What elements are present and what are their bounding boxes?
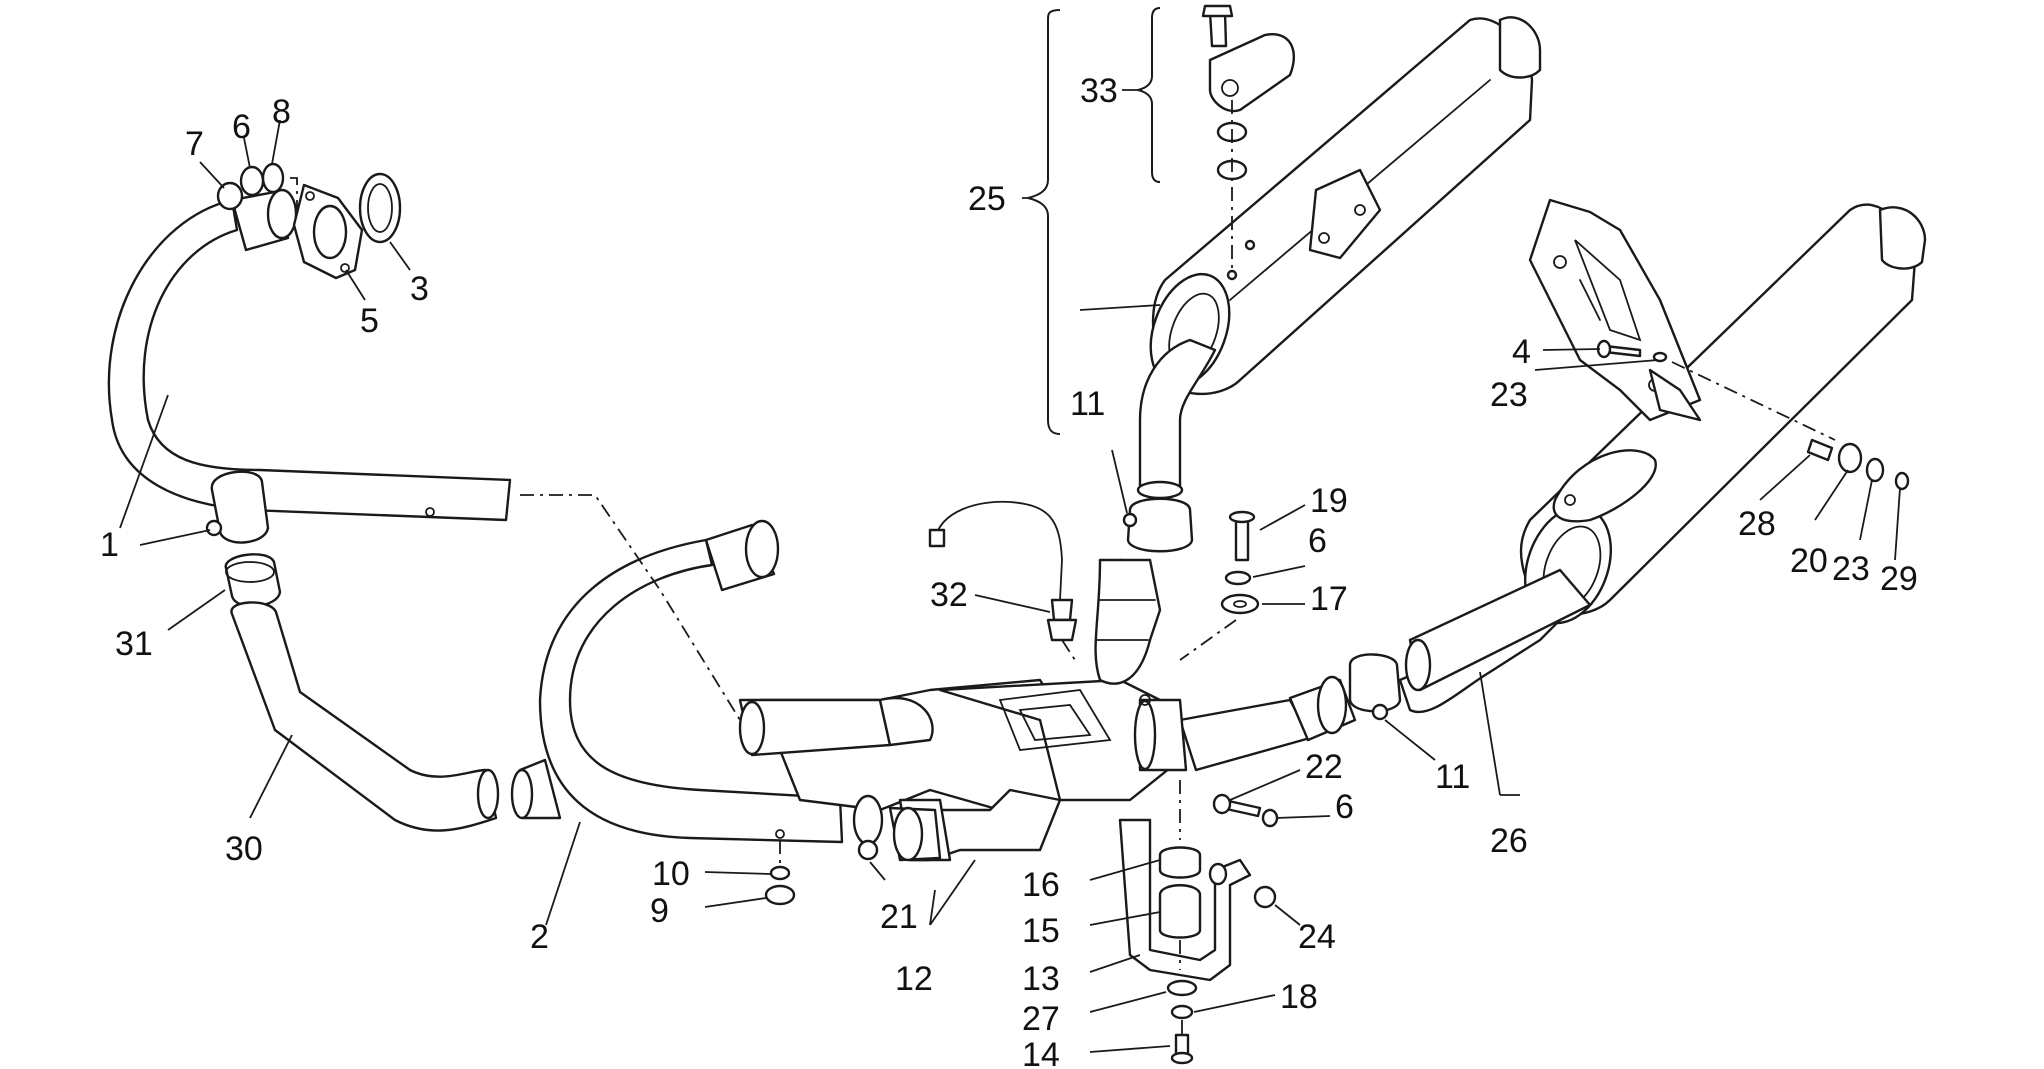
callout-10: 10 xyxy=(652,855,690,893)
callout-11a: 11 xyxy=(1070,385,1105,423)
frame-bracket-bolt xyxy=(1596,339,1668,363)
muffler-frame-bracket xyxy=(1528,198,1702,422)
pipe-nut-washer xyxy=(764,840,796,906)
callout-6b: 6 xyxy=(1308,522,1327,560)
callout-23a: 23 xyxy=(1490,376,1528,414)
callout-27: 27 xyxy=(1022,1000,1060,1038)
lower-hanger xyxy=(1118,780,1252,982)
callout-23b: 23 xyxy=(1832,550,1870,588)
callout-4: 4 xyxy=(1512,333,1531,371)
callout-11b: 11 xyxy=(1435,758,1470,796)
exhaust-flange xyxy=(292,183,364,280)
bracket-group-33 xyxy=(1137,7,1161,183)
callout-31: 31 xyxy=(115,625,153,663)
oxygen-sensor xyxy=(928,500,1078,661)
hanger-bolt-side xyxy=(1212,793,1279,828)
flange-nut-group xyxy=(216,162,298,211)
flange-gasket xyxy=(358,172,402,244)
callout-22: 22 xyxy=(1305,748,1343,786)
callout-2: 2 xyxy=(530,918,549,956)
callout-13: 13 xyxy=(1022,960,1060,998)
callout-14: 14 xyxy=(1022,1036,1060,1069)
callout-3: 3 xyxy=(410,270,429,308)
header-pipe-left xyxy=(107,188,512,544)
muffler-right xyxy=(1398,203,1927,714)
muffler-bolt-set-right xyxy=(1806,438,1910,491)
callout-1: 1 xyxy=(100,526,119,564)
callout-21: 21 xyxy=(880,898,918,936)
callout-25: 25 xyxy=(968,180,1006,218)
bracket-group-25 xyxy=(1027,9,1061,435)
callout-9: 9 xyxy=(650,892,669,930)
callout-5: 5 xyxy=(360,302,379,340)
callout-33: 33 xyxy=(1080,72,1118,110)
callout-12: 12 xyxy=(895,960,933,998)
callout-labels: 1 2 3 4 5 6 6 6 7 8 9 10 11 11 12 13 14 … xyxy=(100,72,1918,1069)
hanger-lower-fasteners xyxy=(1166,979,1198,1065)
callout-6c: 6 xyxy=(1335,788,1354,826)
connecting-sleeve xyxy=(224,553,282,608)
callout-32: 32 xyxy=(930,576,968,614)
callout-29: 29 xyxy=(1880,560,1918,598)
callout-24: 24 xyxy=(1298,918,1336,956)
crossover-chamber xyxy=(738,558,1357,862)
muffler-clamp-right xyxy=(1348,653,1402,721)
central-bolt-set xyxy=(1179,510,1260,661)
callout-7: 7 xyxy=(185,125,204,163)
muffler-clamp-upper xyxy=(1122,497,1194,553)
hanger-nut xyxy=(1253,885,1277,909)
callout-20: 20 xyxy=(1790,542,1828,580)
callout-30: 30 xyxy=(225,830,263,868)
callout-6a: 6 xyxy=(232,108,251,146)
muffler-upper xyxy=(1136,16,1542,500)
callout-19: 19 xyxy=(1310,482,1348,520)
callout-26: 26 xyxy=(1490,822,1528,860)
pipe-clamp-lower xyxy=(852,794,884,861)
callout-17: 17 xyxy=(1310,580,1348,618)
callout-28: 28 xyxy=(1738,505,1776,543)
callout-16: 16 xyxy=(1022,866,1060,904)
callout-18: 18 xyxy=(1280,978,1318,1016)
callout-8: 8 xyxy=(272,93,291,131)
muffler-hanger-bracket xyxy=(1201,4,1295,281)
callout-15: 15 xyxy=(1022,912,1060,950)
crossover-link-pipe xyxy=(230,601,500,832)
header-pipe-right xyxy=(510,519,844,844)
